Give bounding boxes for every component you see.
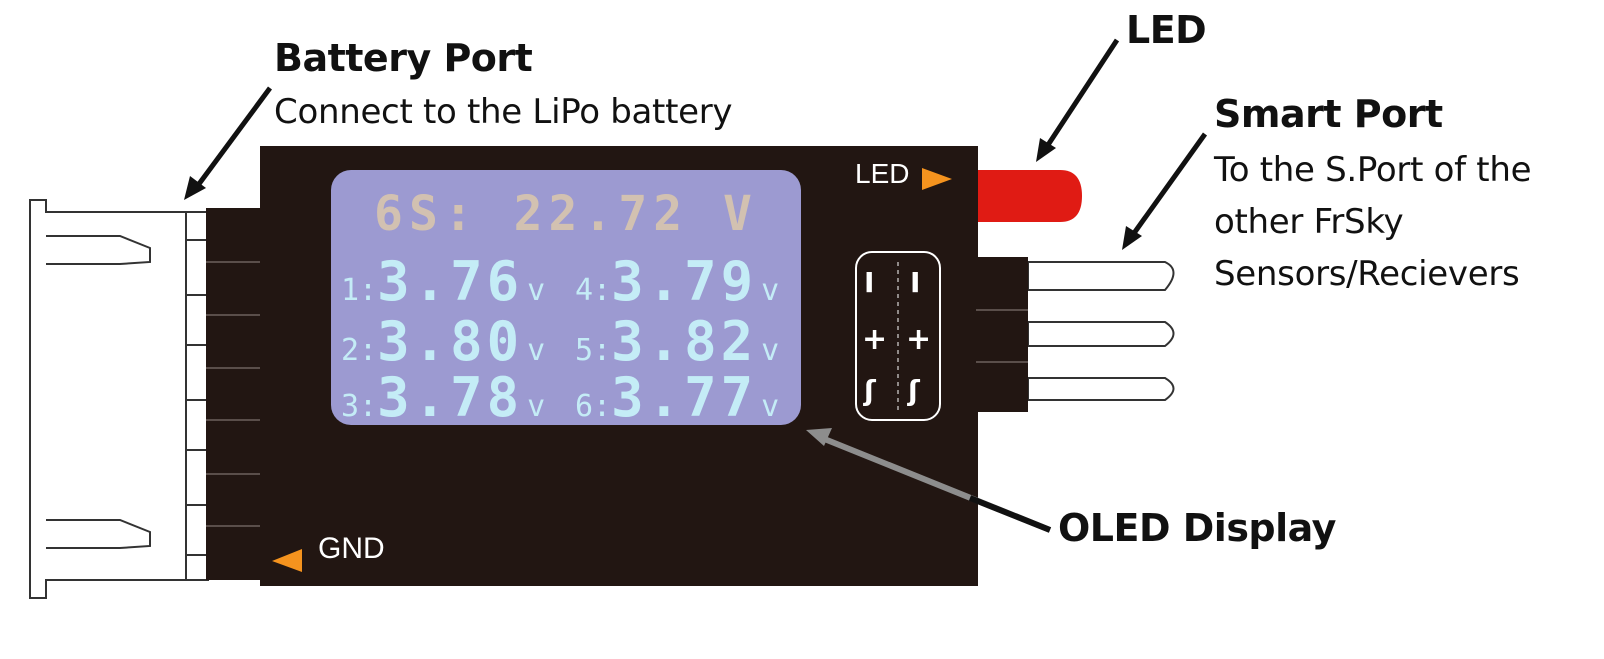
cell-unit: v — [527, 273, 546, 308]
led-title: LED — [1126, 8, 1207, 52]
total-voltage: 6S: 22.72 V — [374, 186, 758, 242]
cell-unit: v — [527, 389, 546, 424]
pin-legend-box — [855, 251, 941, 421]
led-light — [978, 170, 1082, 222]
cell-unit: v — [761, 273, 780, 308]
battery-connector — [29, 199, 209, 599]
led-marker-label: LED — [855, 158, 910, 189]
cell-voltage: 3.82 — [611, 310, 758, 373]
cell-index: 1: — [341, 273, 378, 308]
smart-port-socket — [976, 257, 1028, 412]
pin-symbol-signal-left: ʃ — [864, 374, 876, 407]
cell-unit: v — [527, 333, 546, 368]
smart-port-title: Smart Port — [1214, 92, 1443, 136]
smart-port-description-line-1: To the S.Port of the — [1214, 150, 1532, 190]
pin-symbol-plus-left: + — [862, 322, 888, 357]
smart-port-description-line-3: Sensors/Recievers — [1214, 254, 1520, 294]
cell-voltage: 3.76 — [377, 250, 524, 313]
gnd-marker-arrow-icon — [272, 549, 302, 572]
annotation-arrows — [184, 38, 1208, 533]
battery-socket — [206, 208, 262, 580]
cell-index: 6: — [575, 389, 612, 424]
socket-dividers — [206, 261, 262, 527]
smart-port-description-line-2: other FrSky — [1214, 202, 1404, 242]
cell-unit: v — [761, 333, 780, 368]
gnd-marker-label: GND — [318, 532, 385, 565]
battery-port-title: Battery Port — [274, 36, 533, 80]
oled-display-title: OLED Display — [1058, 506, 1336, 550]
cell-index: 2: — [341, 333, 378, 368]
cell-voltage: 3.79 — [611, 250, 758, 313]
smart-port-pins — [1027, 261, 1175, 401]
cell-unit: v — [761, 389, 780, 424]
cell-voltage: 3.78 — [377, 366, 524, 429]
cell-voltage: 3.80 — [377, 310, 524, 373]
cell-index: 4: — [575, 273, 612, 308]
pin-symbol-minus-left: I — [864, 266, 875, 299]
pin-symbol-minus-right: I — [910, 266, 921, 299]
battery-port-description: Connect to the LiPo battery — [274, 92, 733, 132]
led-marker-arrow-icon — [922, 168, 952, 190]
cell-index: 5: — [575, 333, 612, 368]
pin-symbol-plus-right: + — [906, 322, 932, 357]
cell-voltage: 3.77 — [611, 366, 758, 429]
pin-symbol-signal-right: ʃ — [908, 374, 920, 407]
cell-index: 3: — [341, 389, 378, 424]
